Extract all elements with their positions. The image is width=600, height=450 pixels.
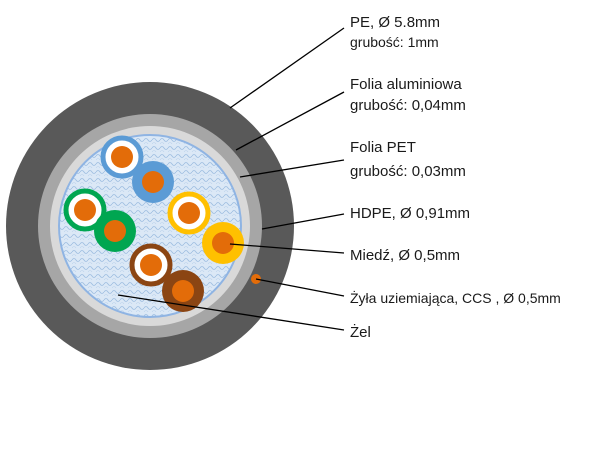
label-pet-foil: Folia PET bbox=[350, 139, 416, 156]
wire-pair-blue bbox=[100, 135, 174, 203]
wire-green-copper bbox=[104, 220, 126, 242]
leader-line-ground-wire bbox=[255, 278, 345, 297]
wire-pair-green bbox=[63, 188, 136, 252]
leader-line-gel bbox=[117, 294, 345, 331]
wire-orange-copper bbox=[212, 232, 234, 254]
leader-line-pe bbox=[229, 27, 345, 109]
wire-pair-brown bbox=[129, 243, 204, 312]
wire-blue-copper bbox=[142, 171, 164, 193]
label-pe-thickness: grubość: 1mm bbox=[350, 34, 439, 50]
leader-line-hdpe bbox=[261, 213, 345, 230]
label-pe: PE, Ø 5.8mm bbox=[350, 14, 440, 31]
wire-brown-copper bbox=[172, 280, 194, 302]
leader-line-pet bbox=[239, 159, 345, 178]
label-aluminium-foil: Folia aluminiowa bbox=[350, 76, 462, 93]
wire-white-green-copper bbox=[74, 199, 96, 221]
label-hdpe: HDPE, Ø 0,91mm bbox=[350, 205, 470, 222]
label-aluminium-foil-thickness: grubość: 0,04mm bbox=[350, 97, 466, 114]
label-pet-foil-thickness: grubość: 0,03mm bbox=[350, 163, 466, 180]
wire-white-brown-copper bbox=[140, 254, 162, 276]
gel-fill bbox=[58, 134, 242, 318]
wire-white-orange-copper bbox=[178, 202, 200, 224]
label-gel: Żel bbox=[350, 323, 371, 341]
wire-pair-orange bbox=[167, 191, 244, 264]
leader-line-aluminium bbox=[235, 91, 345, 151]
wire-white-blue-copper bbox=[111, 146, 133, 168]
label-ground-wire: Żyła uziemiająca, CCS , Ø 0,5mm bbox=[350, 289, 561, 306]
leader-line-copper bbox=[229, 243, 345, 254]
label-copper: Miedź, Ø 0,5mm bbox=[350, 247, 460, 264]
